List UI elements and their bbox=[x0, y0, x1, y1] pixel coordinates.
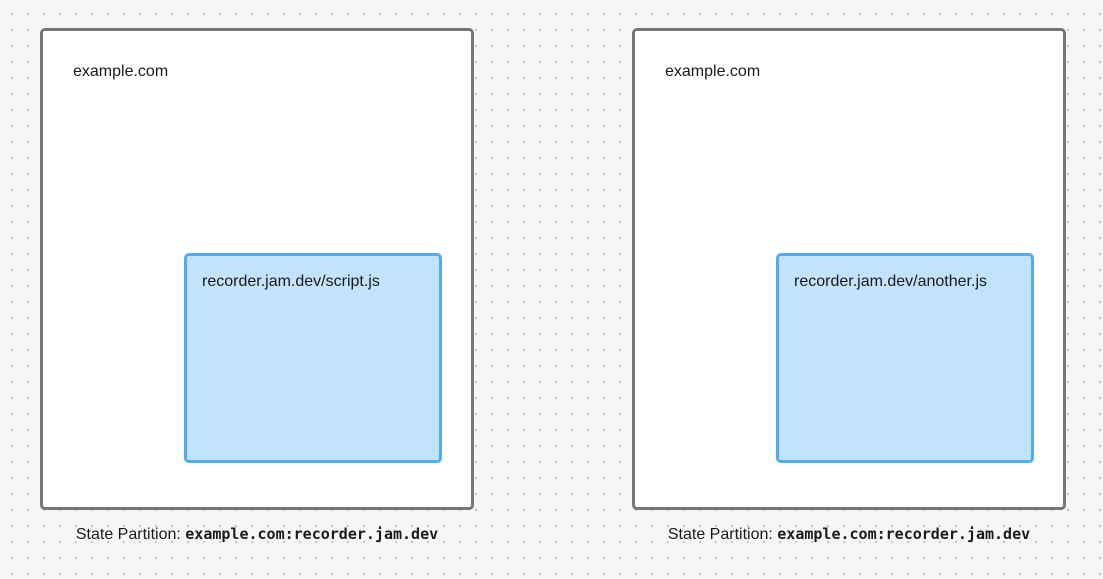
right-origin-box: example.com recorder.jam.dev/another.js bbox=[632, 28, 1066, 510]
left-frame-label: recorder.jam.dev/script.js bbox=[202, 273, 380, 290]
right-state-partition-caption: State Partition: example.com:recorder.ja… bbox=[632, 523, 1066, 546]
left-origin-label: example.com bbox=[73, 63, 169, 80]
right-origin-label: example.com bbox=[665, 63, 761, 80]
right-frame-label: recorder.jam.dev/another.js bbox=[794, 273, 987, 290]
left-origin-box: example.com recorder.jam.dev/script.js bbox=[40, 28, 474, 510]
left-caption-code: example.com:recorder.jam.dev bbox=[185, 525, 439, 543]
right-caption-code: example.com:recorder.jam.dev bbox=[777, 525, 1031, 543]
left-state-partition-caption: State Partition: example.com:recorder.ja… bbox=[40, 523, 474, 546]
left-embedded-frame: recorder.jam.dev/script.js bbox=[184, 253, 442, 463]
right-caption-prefix: State Partition: bbox=[667, 526, 773, 543]
left-caption-prefix: State Partition: bbox=[75, 526, 181, 543]
right-embedded-frame: recorder.jam.dev/another.js bbox=[776, 253, 1034, 463]
